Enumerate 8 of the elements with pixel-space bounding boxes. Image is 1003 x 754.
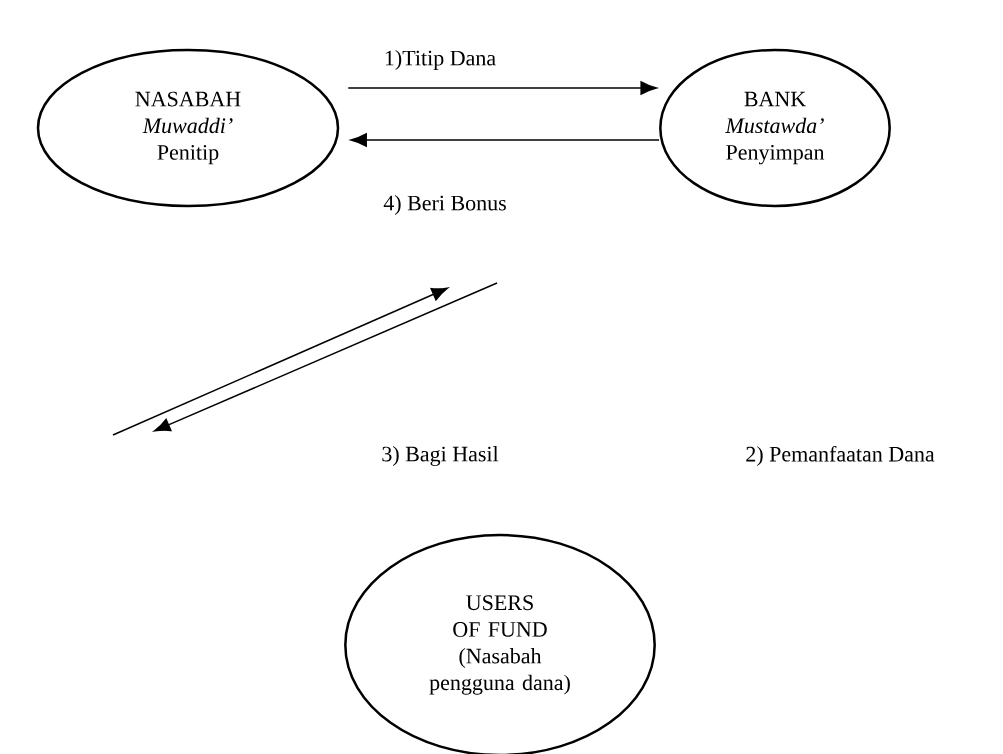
text-label: 3) Bagi Hasil [382, 446, 499, 466]
edge-label: 4) Beri Bonus [381, 193, 509, 217]
edge-label: 1)Titip Dana [382, 48, 498, 72]
ellipse-node: BANK Mustawda’ Penyimpan [659, 48, 891, 208]
ellipse-node: NASABAH Muwaddi’ Penitip [36, 48, 340, 208]
arrow [347, 81, 657, 95]
arrow [350, 133, 660, 147]
text-label: 2) Pemanfaatan Dana [746, 445, 935, 467]
